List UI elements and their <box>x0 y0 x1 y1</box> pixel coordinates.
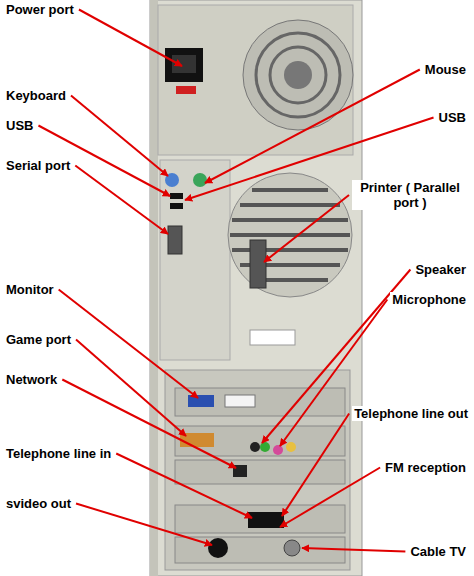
port-label: Microphone <box>390 292 468 307</box>
leader-line <box>280 300 387 447</box>
coax-port <box>284 540 300 556</box>
leader-line <box>76 340 186 437</box>
port-label: Power port <box>4 2 76 17</box>
port-label: USB <box>4 118 35 133</box>
leader-line <box>79 10 182 67</box>
parallel-connector <box>250 240 266 288</box>
psu-plate <box>158 5 353 155</box>
case <box>150 0 362 576</box>
port-label: Network <box>4 372 59 387</box>
leader-line <box>71 96 168 177</box>
leader-line <box>302 548 405 552</box>
port-label: USB <box>437 110 468 125</box>
ps2-mouse <box>193 173 207 187</box>
port-label: Speaker <box>413 262 468 277</box>
port-label: Telephone line out <box>352 406 470 421</box>
sticker <box>250 330 295 345</box>
port-label: Mouse <box>423 62 468 77</box>
card-plate <box>175 460 345 484</box>
audio-jack <box>250 442 260 452</box>
port-label: Serial port <box>4 158 72 173</box>
audio-jack <box>273 445 283 455</box>
power-socket-inner <box>172 55 196 73</box>
vga-port <box>188 395 214 407</box>
io-shield <box>160 160 230 360</box>
leader-line <box>75 166 168 235</box>
port-label: Monitor <box>4 282 56 297</box>
port-label: Printer ( Parallel port ) <box>352 180 468 210</box>
port-label: Cable TV <box>408 544 468 559</box>
dvi-port <box>225 395 255 407</box>
audio-jack <box>286 442 296 452</box>
audio-jack <box>260 442 270 452</box>
usb-port <box>170 193 183 199</box>
leader-line <box>280 468 380 528</box>
port-label: Keyboard <box>4 88 68 103</box>
port-label: svideo out <box>4 496 73 511</box>
leader-line <box>76 504 212 546</box>
fan-ring <box>256 33 340 117</box>
leader-line <box>264 195 349 262</box>
power-socket <box>165 48 203 82</box>
port-label: FM reception <box>383 460 468 475</box>
port-label: Telephone line in <box>4 446 113 461</box>
leader-line <box>205 70 420 184</box>
leader-line <box>116 454 252 519</box>
card-plate <box>175 505 345 533</box>
power-switch <box>176 86 196 94</box>
card-plate <box>175 426 345 456</box>
grill <box>228 173 352 297</box>
modem-ports <box>248 512 284 528</box>
usb-port <box>170 203 183 209</box>
svideo-port <box>208 538 228 558</box>
grill-slots <box>230 190 350 280</box>
case-lip <box>150 0 158 576</box>
leader-line <box>282 414 349 517</box>
fan-hub <box>284 61 312 89</box>
port-label: Game port <box>4 332 73 347</box>
fan-ring <box>270 47 326 103</box>
serial-connector <box>168 226 182 254</box>
